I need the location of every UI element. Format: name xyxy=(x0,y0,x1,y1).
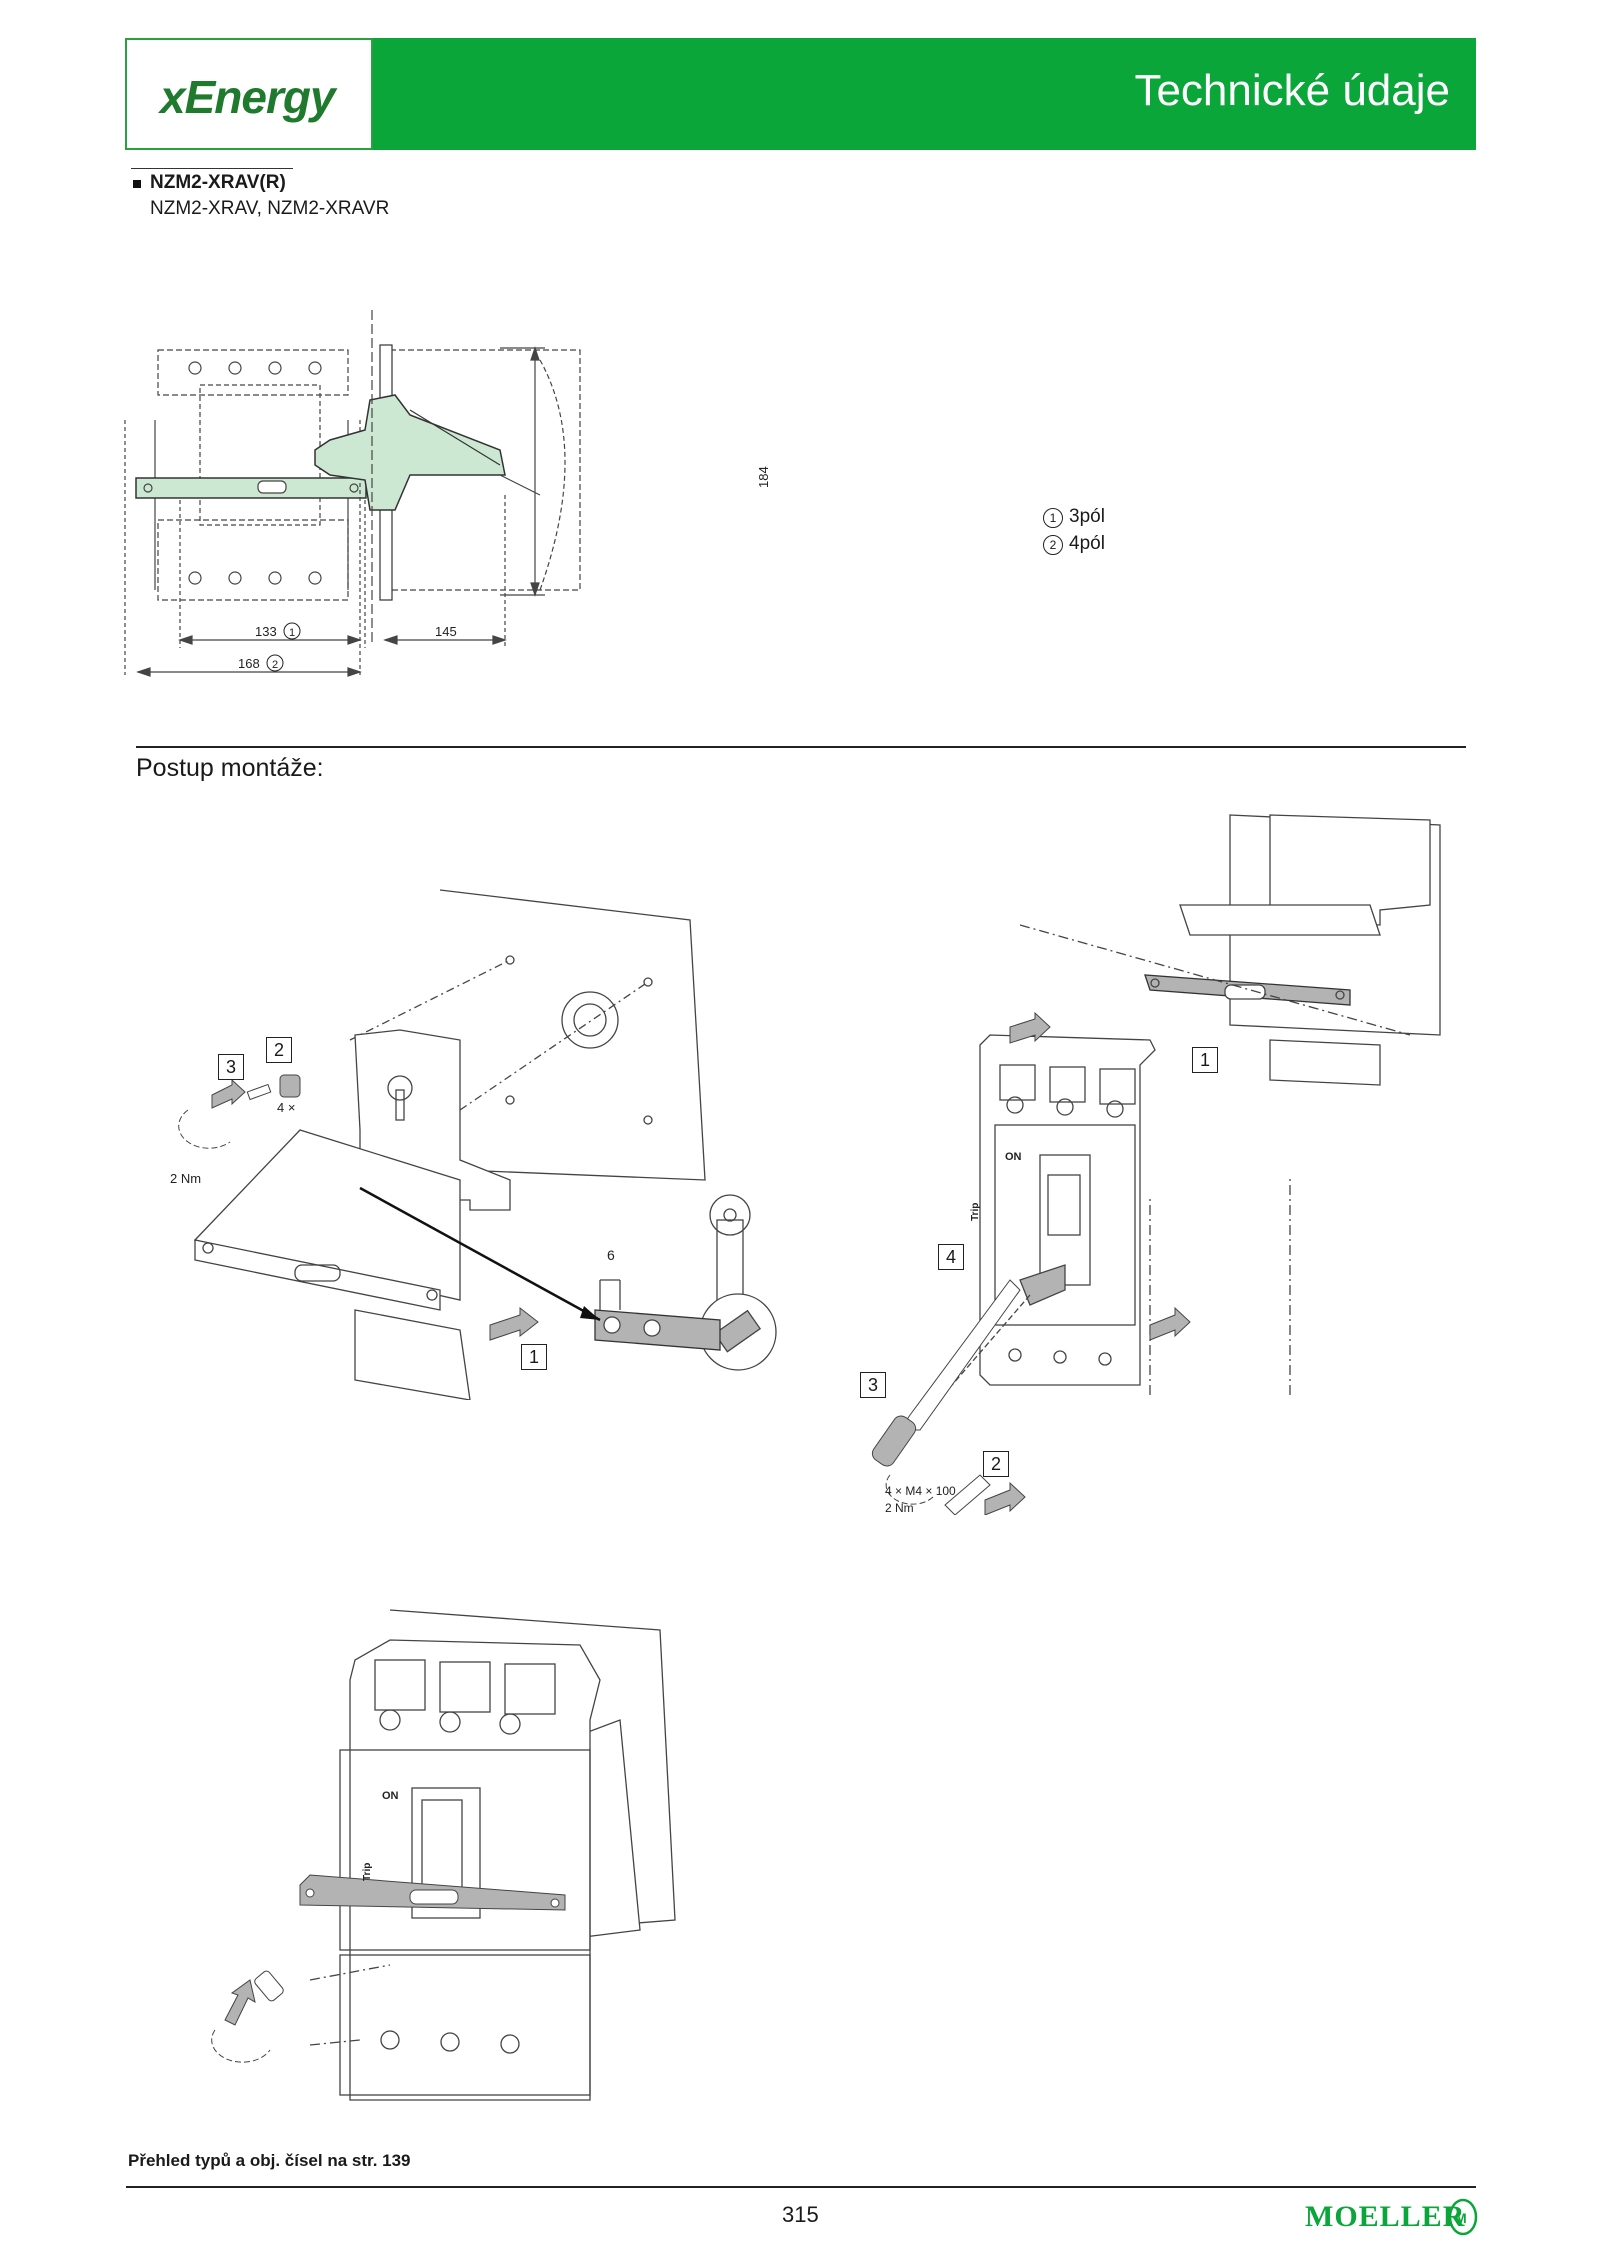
dim-133-label: 133 xyxy=(255,624,277,639)
dim-6-label: 6 xyxy=(607,1247,615,1263)
step-2-marker: 2 xyxy=(266,1037,292,1063)
step-1-marker: 1 xyxy=(1192,1047,1218,1073)
step-2-marker: 2 xyxy=(983,1451,1009,1477)
step-1-marker: 1 xyxy=(521,1344,547,1370)
mounting-step-2-drawing: ON Trip 4 × M4 × 100 2 Nm xyxy=(871,814,1441,1515)
moeller-logo: MOELLER xyxy=(1305,2200,1466,2233)
torque-label: 2 Nm xyxy=(885,1501,914,1515)
dimension-drawings: 133 1 168 2 145 184 xyxy=(124,310,771,677)
on-label: ON xyxy=(382,1790,399,1802)
dim-184-label: 184 xyxy=(756,466,771,488)
footer-rule xyxy=(126,2186,1476,2188)
side-view-drawing xyxy=(314,310,581,648)
callout-circle xyxy=(266,654,284,672)
section-title: Postup montáže: xyxy=(136,754,324,782)
legend-text: 3pól xyxy=(1069,506,1105,527)
step-3-marker: 3 xyxy=(218,1054,244,1080)
product-variants: NZM2-XRAV, NZM2-XRAVR xyxy=(150,198,390,219)
section-rule xyxy=(136,746,1466,748)
trip-label: Trip xyxy=(362,1863,373,1881)
xenergy-logo: xEnergy xyxy=(160,71,336,123)
page-title: Technické údaje xyxy=(1134,66,1450,115)
product-rule xyxy=(131,168,293,169)
front-view-drawing xyxy=(124,349,367,677)
callout-circle xyxy=(283,622,301,640)
screw-spec-label: 4 × M4 × 100 xyxy=(885,1484,956,1498)
on-label: ON xyxy=(1005,1151,1022,1163)
legend-number: 2 xyxy=(1043,535,1063,555)
callout-2-label: 2 xyxy=(272,659,278,671)
mounting-step-3-drawing: ON Trip xyxy=(211,1609,676,2101)
page-number: 315 xyxy=(782,2202,819,2227)
header-bar xyxy=(373,38,1476,150)
legend-text: 4pól xyxy=(1069,533,1105,554)
step-4-marker: 4 xyxy=(938,1244,964,1270)
reference-note: Přehled typů a obj. čísel na str. 139 xyxy=(128,2151,411,2170)
dim-168-label: 168 xyxy=(238,656,260,671)
svg-text:M: M xyxy=(1455,2210,1467,2226)
dim-145-label: 145 xyxy=(435,624,457,639)
legend-number: 1 xyxy=(1043,508,1063,528)
trip-label: Trip xyxy=(970,1203,981,1221)
step-3-marker: 3 xyxy=(860,1372,886,1398)
bullet-icon xyxy=(133,180,141,188)
moeller-emblem-icon: M xyxy=(1448,2198,1478,2236)
callout-1-label: 1 xyxy=(289,627,295,639)
torque-label: 2 Nm xyxy=(170,1171,201,1186)
logo-frame xyxy=(125,38,373,150)
count-label: 4 × xyxy=(277,1100,295,1115)
mounting-step-1-drawing: 4 × 2 Nm 6 xyxy=(170,889,777,1400)
product-name: NZM2-XRAV(R) xyxy=(150,172,286,193)
